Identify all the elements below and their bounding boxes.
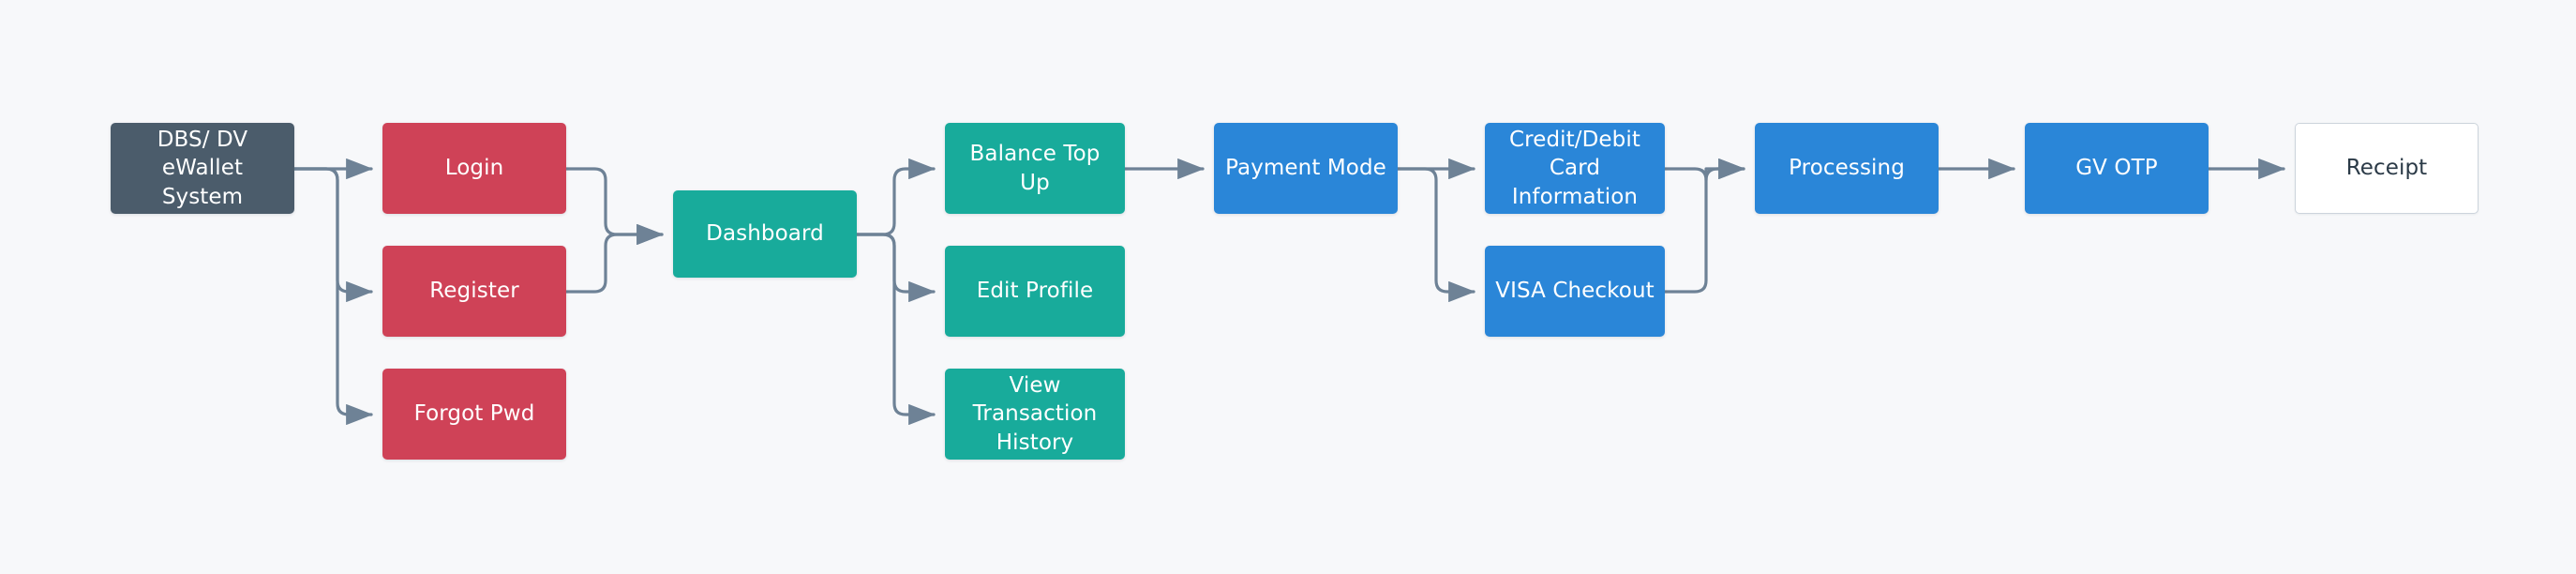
edge-dashboard-to-edit-profile (855, 233, 936, 303)
edge-register-to-dashboard (564, 223, 664, 294)
edge-system-to-forgot-pwd (292, 167, 373, 426)
node-visa-checkout-label: VISA Checkout (1495, 279, 1655, 304)
node-forgot-pwd-label: Forgot Pwd (413, 401, 535, 427)
node-view-transaction-history[interactable]: View Transaction History (945, 369, 1125, 460)
node-balance-top-up[interactable]: Balance Top Up (945, 123, 1125, 214)
node-register[interactable]: Register (382, 246, 566, 337)
edge-dashboard-to-balance-top-up (855, 158, 936, 236)
node-payment-mode-label: Payment Mode (1225, 156, 1386, 181)
node-receipt[interactable]: Receipt (2295, 123, 2479, 214)
node-view-transaction-history-label: View Transaction History (972, 372, 1098, 455)
edge-dashboard-to-view-transaction-history (855, 233, 936, 426)
node-system-label: DBS/ DV eWallet System (157, 127, 248, 209)
node-login[interactable]: Login (382, 123, 566, 214)
node-visa-checkout[interactable]: VISA Checkout (1485, 246, 1665, 337)
edge-system-to-register (292, 167, 373, 303)
node-receipt-label: Receipt (2345, 156, 2428, 181)
edge-payment-mode-to-visa-checkout (1396, 167, 1475, 303)
edge-credit-debit-card-to-processing (1663, 158, 1745, 182)
node-balance-top-up-label: Balance Top Up (969, 142, 1101, 195)
node-edit-profile-label: Edit Profile (976, 279, 1094, 304)
node-dashboard[interactable]: Dashboard (673, 190, 857, 278)
edge-login-to-dashboard (564, 167, 664, 246)
node-dashboard-label: Dashboard (706, 221, 824, 247)
node-edit-profile[interactable]: Edit Profile (945, 246, 1125, 337)
node-register-label: Register (429, 279, 519, 304)
node-login-label: Login (444, 156, 504, 181)
node-credit-debit-card-information-label: Credit/Debit Card Information (1509, 127, 1640, 209)
edge-visa-checkout-to-processing (1663, 158, 1745, 294)
node-processing-label: Processing (1789, 156, 1905, 181)
node-forgot-pwd[interactable]: Forgot Pwd (382, 369, 566, 460)
node-system[interactable]: DBS/ DV eWallet System (111, 123, 294, 214)
node-gv-otp[interactable]: GV OTP (2025, 123, 2209, 214)
node-payment-mode[interactable]: Payment Mode (1214, 123, 1398, 214)
node-processing[interactable]: Processing (1755, 123, 1939, 214)
node-gv-otp-label: GV OTP (2075, 156, 2158, 181)
node-credit-debit-card-information[interactable]: Credit/Debit Card Information (1485, 123, 1665, 214)
